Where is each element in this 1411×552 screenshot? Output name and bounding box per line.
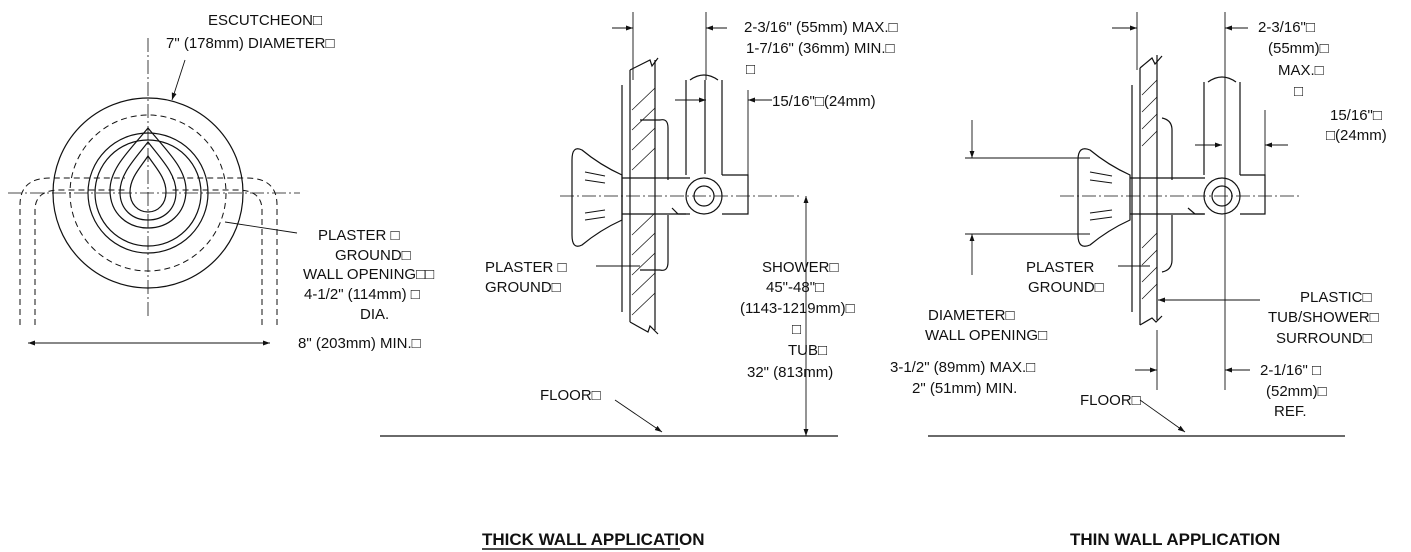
thick-shower-mm: (1143-1219mm)□	[740, 300, 855, 317]
wall-opening-dia-label: DIA.	[360, 306, 389, 323]
thick-handle	[571, 148, 623, 247]
thick-depth-blank: □	[746, 61, 755, 78]
thin-surround-label-3: SURROUND□	[1276, 330, 1372, 347]
thin-depth-mm: (55mm)□	[1268, 40, 1329, 57]
escutcheon-diameter-label: 7" (178mm) DIAMETER□	[166, 35, 335, 52]
min-width-label: 8" (203mm) MIN.□	[298, 335, 421, 352]
thin-wall-title: THIN WALL APPLICATION	[1070, 530, 1280, 549]
thick-wall-view: 2-3/16" (55mm) MAX.□ 1-7/16" (36mm) MIN.…	[380, 12, 898, 550]
thin-floor-label: FLOOR□	[1080, 392, 1141, 409]
thin-ref-text: REF.	[1274, 403, 1307, 420]
wall-opening-size-label: 4-1/2" (114mm) □	[304, 286, 420, 303]
handle-teardrop	[109, 127, 187, 229]
thin-diameter-min: 2" (51mm) MIN.	[912, 380, 1017, 397]
thin-ref-mm: (52mm)□	[1266, 383, 1327, 400]
thin-plaster-label-2: GROUND□	[1028, 279, 1104, 296]
thick-shower-range: 45"-48"□	[766, 279, 824, 296]
thin-wall-hatch	[1141, 79, 1158, 300]
front-view: ESCUTCHEON□ 7" (178mm) DIAMETER□ PLASTER…	[8, 12, 434, 352]
thick-floor-label: FLOOR□	[540, 387, 601, 404]
thick-wall-hatch	[631, 87, 656, 316]
thick-wall-title: THICK WALL APPLICATION	[482, 530, 705, 549]
thin-depth-max: MAX.□	[1278, 62, 1324, 79]
escutcheon-label: ESCUTCHEON□	[208, 12, 322, 29]
thin-offset-mm: □(24mm)	[1326, 127, 1387, 144]
thin-diameter-max: 3-1/2" (89mm) MAX.□	[890, 359, 1035, 376]
thick-depth-min-label: 1-7/16" (36mm) MIN.□	[746, 40, 895, 57]
thin-depth-blank: □	[1294, 83, 1303, 100]
thick-offset-label: 15/16"□(24mm)	[772, 93, 876, 110]
plaster-ground-label-2: GROUND□	[335, 247, 411, 264]
wall-opening-label: WALL OPENING□□	[303, 266, 434, 283]
thin-handle	[1077, 148, 1131, 247]
thick-tub-label: TUB□	[788, 342, 827, 359]
thin-ref-label: 2-1/16" □	[1260, 362, 1321, 379]
thin-wall-opening-label: WALL OPENING□	[925, 327, 1047, 344]
thin-depth-label: 2-3/16"□	[1258, 19, 1315, 36]
thin-plaster-label: PLASTER	[1026, 259, 1095, 276]
thick-tub-height: 32" (813mm)	[747, 364, 833, 381]
thin-surround-type: TUB/SHOWER□	[1268, 309, 1379, 326]
thin-wall-view: 2-3/16"□ (55mm)□ MAX.□ □	[890, 12, 1387, 549]
thin-surround-label: PLASTIC□	[1300, 289, 1372, 306]
thick-plaster-label: PLASTER □	[485, 259, 567, 276]
thick-shower-blank: □	[792, 321, 801, 338]
escutcheon-outline	[52, 97, 244, 289]
thin-diameter-label: DIAMETER□	[928, 307, 1015, 324]
thick-depth-max-label: 2-3/16" (55mm) MAX.□	[744, 19, 898, 36]
thick-shower-label: SHOWER□	[762, 259, 839, 276]
thin-offset-label: 15/16"□	[1330, 107, 1382, 124]
plaster-ground-label: PLASTER □	[318, 227, 400, 244]
thick-plaster-label-2: GROUND□	[485, 279, 561, 296]
